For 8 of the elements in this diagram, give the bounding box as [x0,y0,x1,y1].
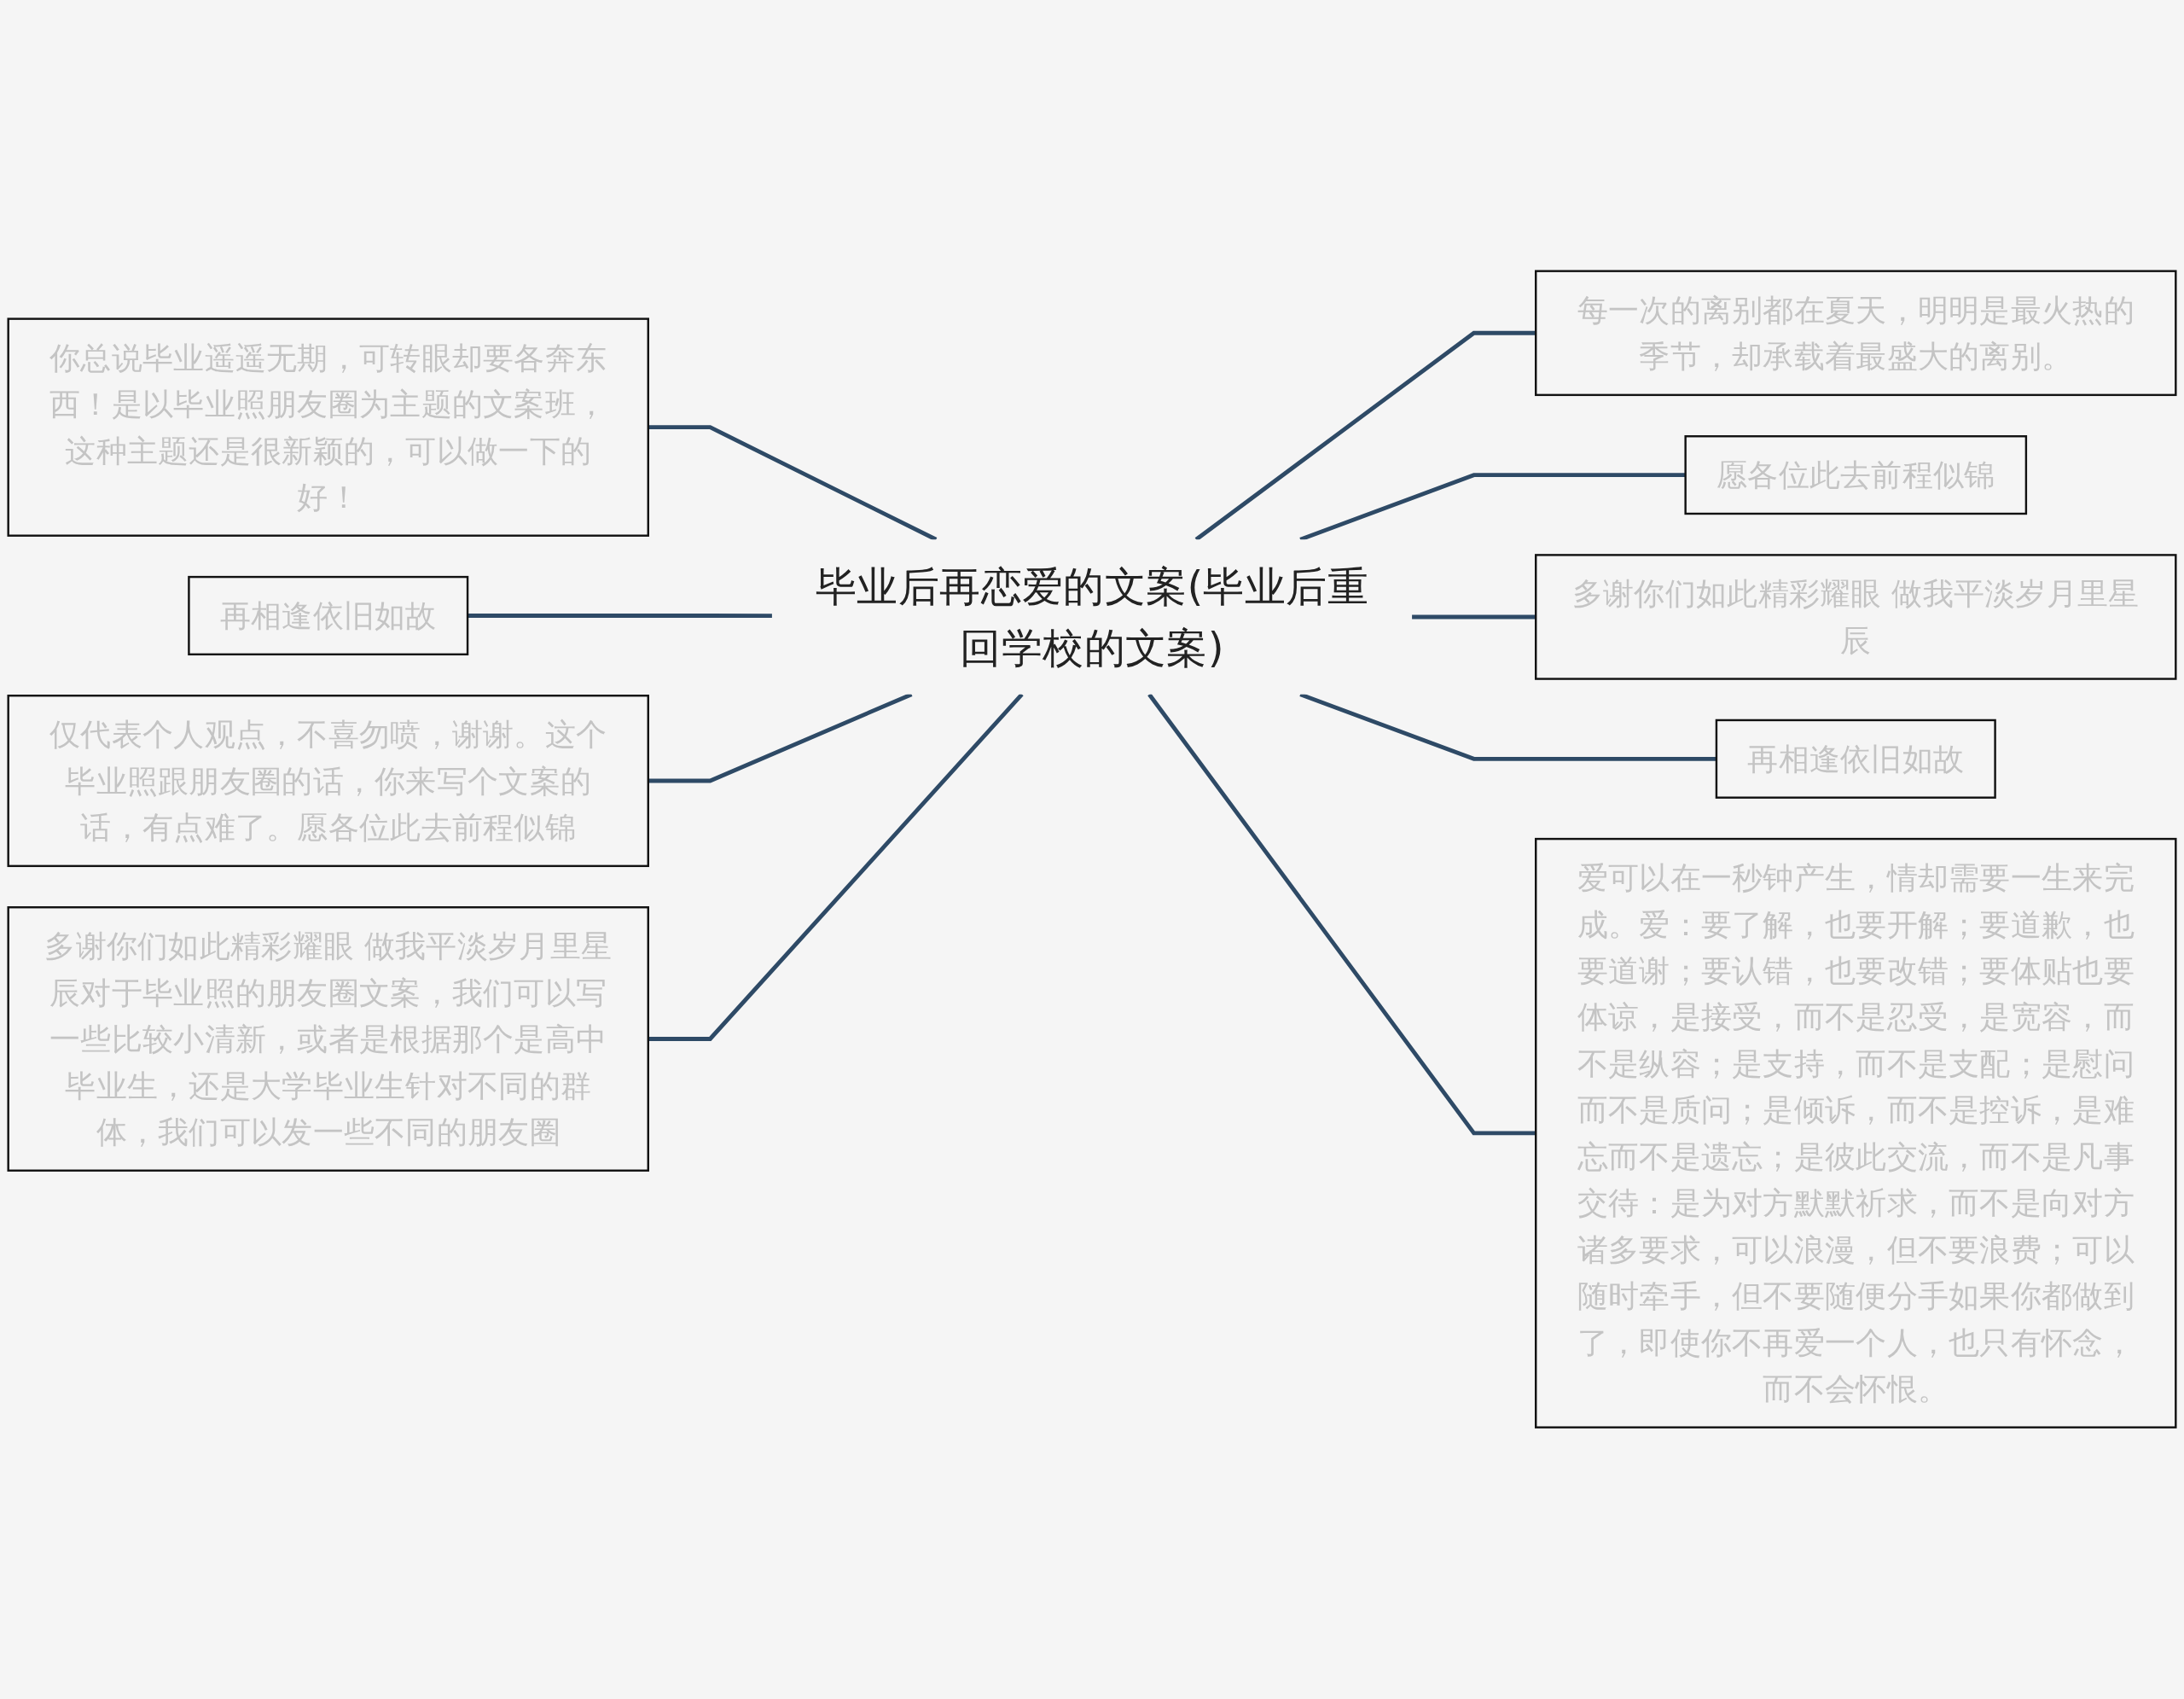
connector [1194,331,1536,542]
connector [468,614,772,619]
node-text: 毕业后再恋爱的文案(毕业后重回学校的文案) [815,562,1368,672]
connector [1412,614,1536,620]
connector [1147,693,1536,1136]
connector [1299,473,1686,542]
connector [648,693,1024,1042]
connector [648,425,938,542]
